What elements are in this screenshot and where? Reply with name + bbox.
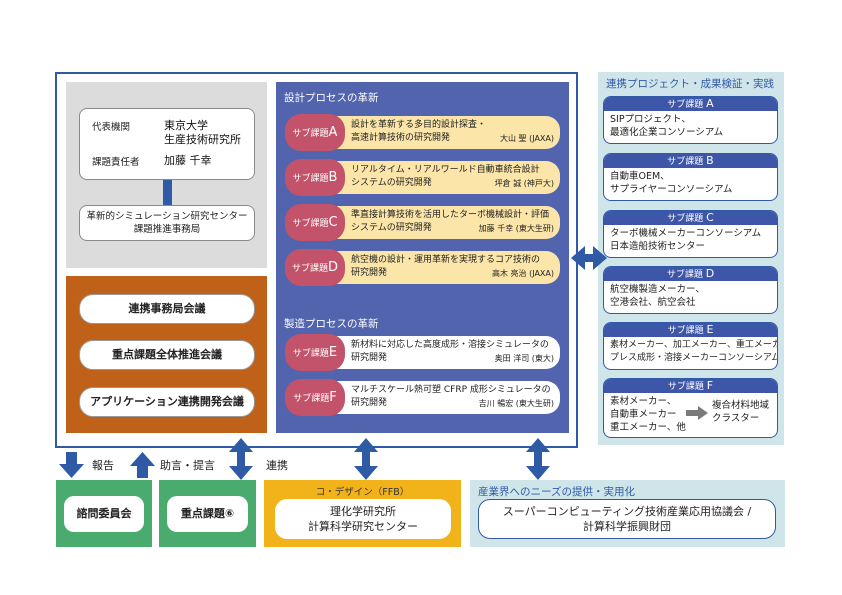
meeting-application-dev: アプリケーション連携開発会議	[79, 387, 255, 417]
subtask-tag: サブ課題A	[285, 114, 345, 151]
project-line: プレス成形・溶接メーカーコンソーシアム	[610, 353, 778, 363]
project-line: サプライヤーコンソーシアム	[610, 184, 733, 195]
right-arrow-icon	[686, 406, 708, 420]
leader-label: 課題責任者	[92, 157, 140, 168]
manufacturing-subtask-e: サブ課題E 新材料に対応した高度成形・溶接シミュレータの 研究開発 奥田 洋司 (…	[285, 334, 560, 371]
project-line: ターボ機械メーカーコンソーシアム	[610, 228, 762, 239]
collab-arrow-priority-shaft	[229, 438, 253, 480]
subtask-tag: サブ課題F	[285, 379, 345, 416]
office-line2: 課題推進事務局	[133, 224, 201, 235]
project-line: 重工メーカー、他	[610, 422, 686, 433]
industry-line1: スーパーコンピューティング技術産業応用協議会 /	[502, 505, 752, 518]
collab-label: 連携	[266, 459, 288, 472]
representative-connector	[163, 180, 172, 205]
industry-title: 産業界へのニーズの提供・実用化	[478, 486, 635, 498]
project-line: 素材メーカー、	[610, 396, 677, 407]
project-card-c: サブ課題 C ターボ機械メーカーコンソーシアム 日本造船技術センター	[603, 210, 778, 258]
project-head: サブ課題 A	[604, 97, 777, 111]
subtask-tag: サブ課題C	[285, 204, 345, 241]
manufacturing-process-title: 製造プロセスの革新	[284, 318, 379, 330]
subtask-tag: サブ課題D	[285, 249, 345, 286]
representative-box: 代表機関 東京大学 生産技術研究所 課題責任者 加藤 千幸	[79, 108, 255, 180]
subtask-title-line2: システムの研究開発	[351, 178, 432, 188]
subtask-title-line1: 航空機の設計・運用革新を実現するコア技術の	[351, 255, 541, 265]
collab-arrow-projects	[571, 246, 607, 270]
project-line: SIPプロジェクト、	[610, 114, 691, 125]
project-head: サブ課題 E	[604, 323, 777, 337]
project-line: 自動車OEM、	[610, 171, 670, 182]
advisory-committee: 諮問委員会	[64, 496, 144, 532]
project-card-f: サブ課題 F 素材メーカー、 自動車メーカー 重工メーカー、他 複合材料地域 ク…	[603, 378, 778, 438]
subtask-author: 奥田 洋司 (東大)	[494, 354, 554, 363]
subtask-title-line2: システムの研究開発	[351, 223, 432, 233]
subtask-title-line2: 研究開発	[351, 398, 388, 408]
manufacturing-subtask-f: サブ課題F マルチスケール熱可塑 CFRP 成形シミュレータの 研究開発 吉川 暢…	[285, 379, 560, 416]
subtask-title-line1: リアルタイム・リアルワールド自動車統合設計	[351, 165, 540, 175]
office-box: 革新的シミュレーション研究センター 課題推進事務局	[79, 205, 255, 241]
project-head: サブ課題 F	[604, 379, 777, 393]
project-card-b: サブ課題 B 自動車OEM、 サプライヤーコンソーシアム	[603, 153, 778, 201]
design-subtask-a: サブ課題A 設計を革新する多目的設計探査・ 高速計算技術の研究開発 大山 聖 (J…	[285, 114, 560, 151]
codesign-title: コ・デザイン（FFB）	[315, 487, 410, 498]
subtask-title-line2: 研究開発	[351, 353, 388, 363]
meeting-overall-promotion: 重点課題全体推進会議	[79, 340, 255, 370]
org-label: 代表機関	[92, 122, 131, 133]
office-line1: 革新的シミュレーション研究センター	[86, 211, 248, 222]
collab-arrow-codesign	[354, 438, 378, 480]
project-line: 日本造船技術センター	[610, 241, 706, 252]
project-head: サブ課題 B	[604, 154, 777, 168]
advice-arrow	[130, 452, 155, 478]
subtask-title-line1: 新材料に対応した高度成形・溶接シミュレータの	[351, 340, 549, 350]
subtask-author: 大山 聖 (JAXA)	[500, 134, 554, 143]
subtask-author: 加藤 千幸 (東大生研)	[478, 224, 554, 233]
project-line: 自動車メーカー	[610, 409, 677, 420]
design-subtask-b: サブ課題B リアルタイム・リアルワールド自動車統合設計 システムの研究開発 坪倉 …	[285, 159, 560, 196]
industry-line2: 計算科学振興財団	[583, 520, 671, 533]
codesign-line2: 計算科学研究センター	[308, 520, 418, 533]
codesign-line1: 理化学研究所	[330, 505, 396, 518]
industry-box: スーパーコンピューティング技術産業応用協議会 / 計算科学振興財団	[478, 499, 776, 539]
project-head: サブ課題 C	[604, 211, 777, 225]
subtask-author: 高木 亮治 (JAXA)	[492, 269, 554, 278]
subtask-title-line2: 高速計算技術の研究開発	[351, 133, 451, 143]
subtask-tag: サブ課題E	[285, 334, 345, 371]
project-line: 空港会社、航空会社	[610, 297, 696, 308]
design-subtask-d: サブ課題D 航空機の設計・運用革新を実現するコア技術の 研究開発 高木 亮治 (J…	[285, 249, 560, 286]
meeting-liaison-office: 連携事務局会議	[79, 294, 255, 324]
advice-label: 助言・提言	[160, 459, 215, 472]
subtask-title-line2: 研究開発	[351, 268, 388, 278]
subtask-author: 坪倉 誠 (神戸大)	[494, 179, 554, 188]
subtask-title-line1: 準直接計算技術を活用したターボ機械設計・評価	[351, 210, 550, 220]
project-card-a: サブ課題 A SIPプロジェクト、 最適化企業コンソーシアム	[603, 96, 778, 144]
project-line: 航空機製造メーカー、	[610, 284, 705, 295]
report-arrow	[59, 452, 84, 478]
subtask-tag: サブ課題B	[285, 159, 345, 196]
project-card-e: サブ課題 E 素材メーカー、加工メーカー、重工メーカー、 プレス成形・溶接メーカ…	[603, 322, 778, 370]
projects-title: 連携プロジェクト・成果検証・実践	[606, 78, 774, 90]
subtask-title-line1: 設計を革新する多目的設計探査・	[351, 120, 487, 130]
subtask-title-line1: マルチスケール熱可塑 CFRP 成形シミュレータの	[351, 385, 551, 395]
project-card-d: サブ課題 D 航空機製造メーカー、 空港会社、航空会社	[603, 266, 778, 314]
org-name-line2: 生産技術研究所	[164, 133, 241, 146]
subtask-author: 吉川 暢宏 (東大生研)	[478, 399, 554, 408]
project-line: 最適化企業コンソーシアム	[610, 127, 724, 138]
collab-arrow-industry	[526, 438, 550, 480]
project-line: 素材メーカー、加工メーカー、重工メーカー、	[610, 340, 777, 350]
design-process-title: 設計プロセスの革新	[284, 92, 379, 104]
report-label: 報告	[92, 459, 114, 472]
codesign-box: 理化学研究所 計算科学研究センター	[275, 499, 451, 539]
priority-task: 重点課題⑥	[167, 496, 248, 532]
leader-name: 加藤 千幸	[164, 154, 212, 167]
cluster-line: 複合材料地域	[712, 400, 770, 411]
design-subtask-c: サブ課題C 準直接計算技術を活用したターボ機械設計・評価 システムの研究開発 加藤…	[285, 204, 560, 241]
org-name-line1: 東京大学	[164, 119, 208, 132]
cluster-line: クラスター	[712, 413, 760, 424]
project-head: サブ課題 D	[604, 267, 777, 281]
